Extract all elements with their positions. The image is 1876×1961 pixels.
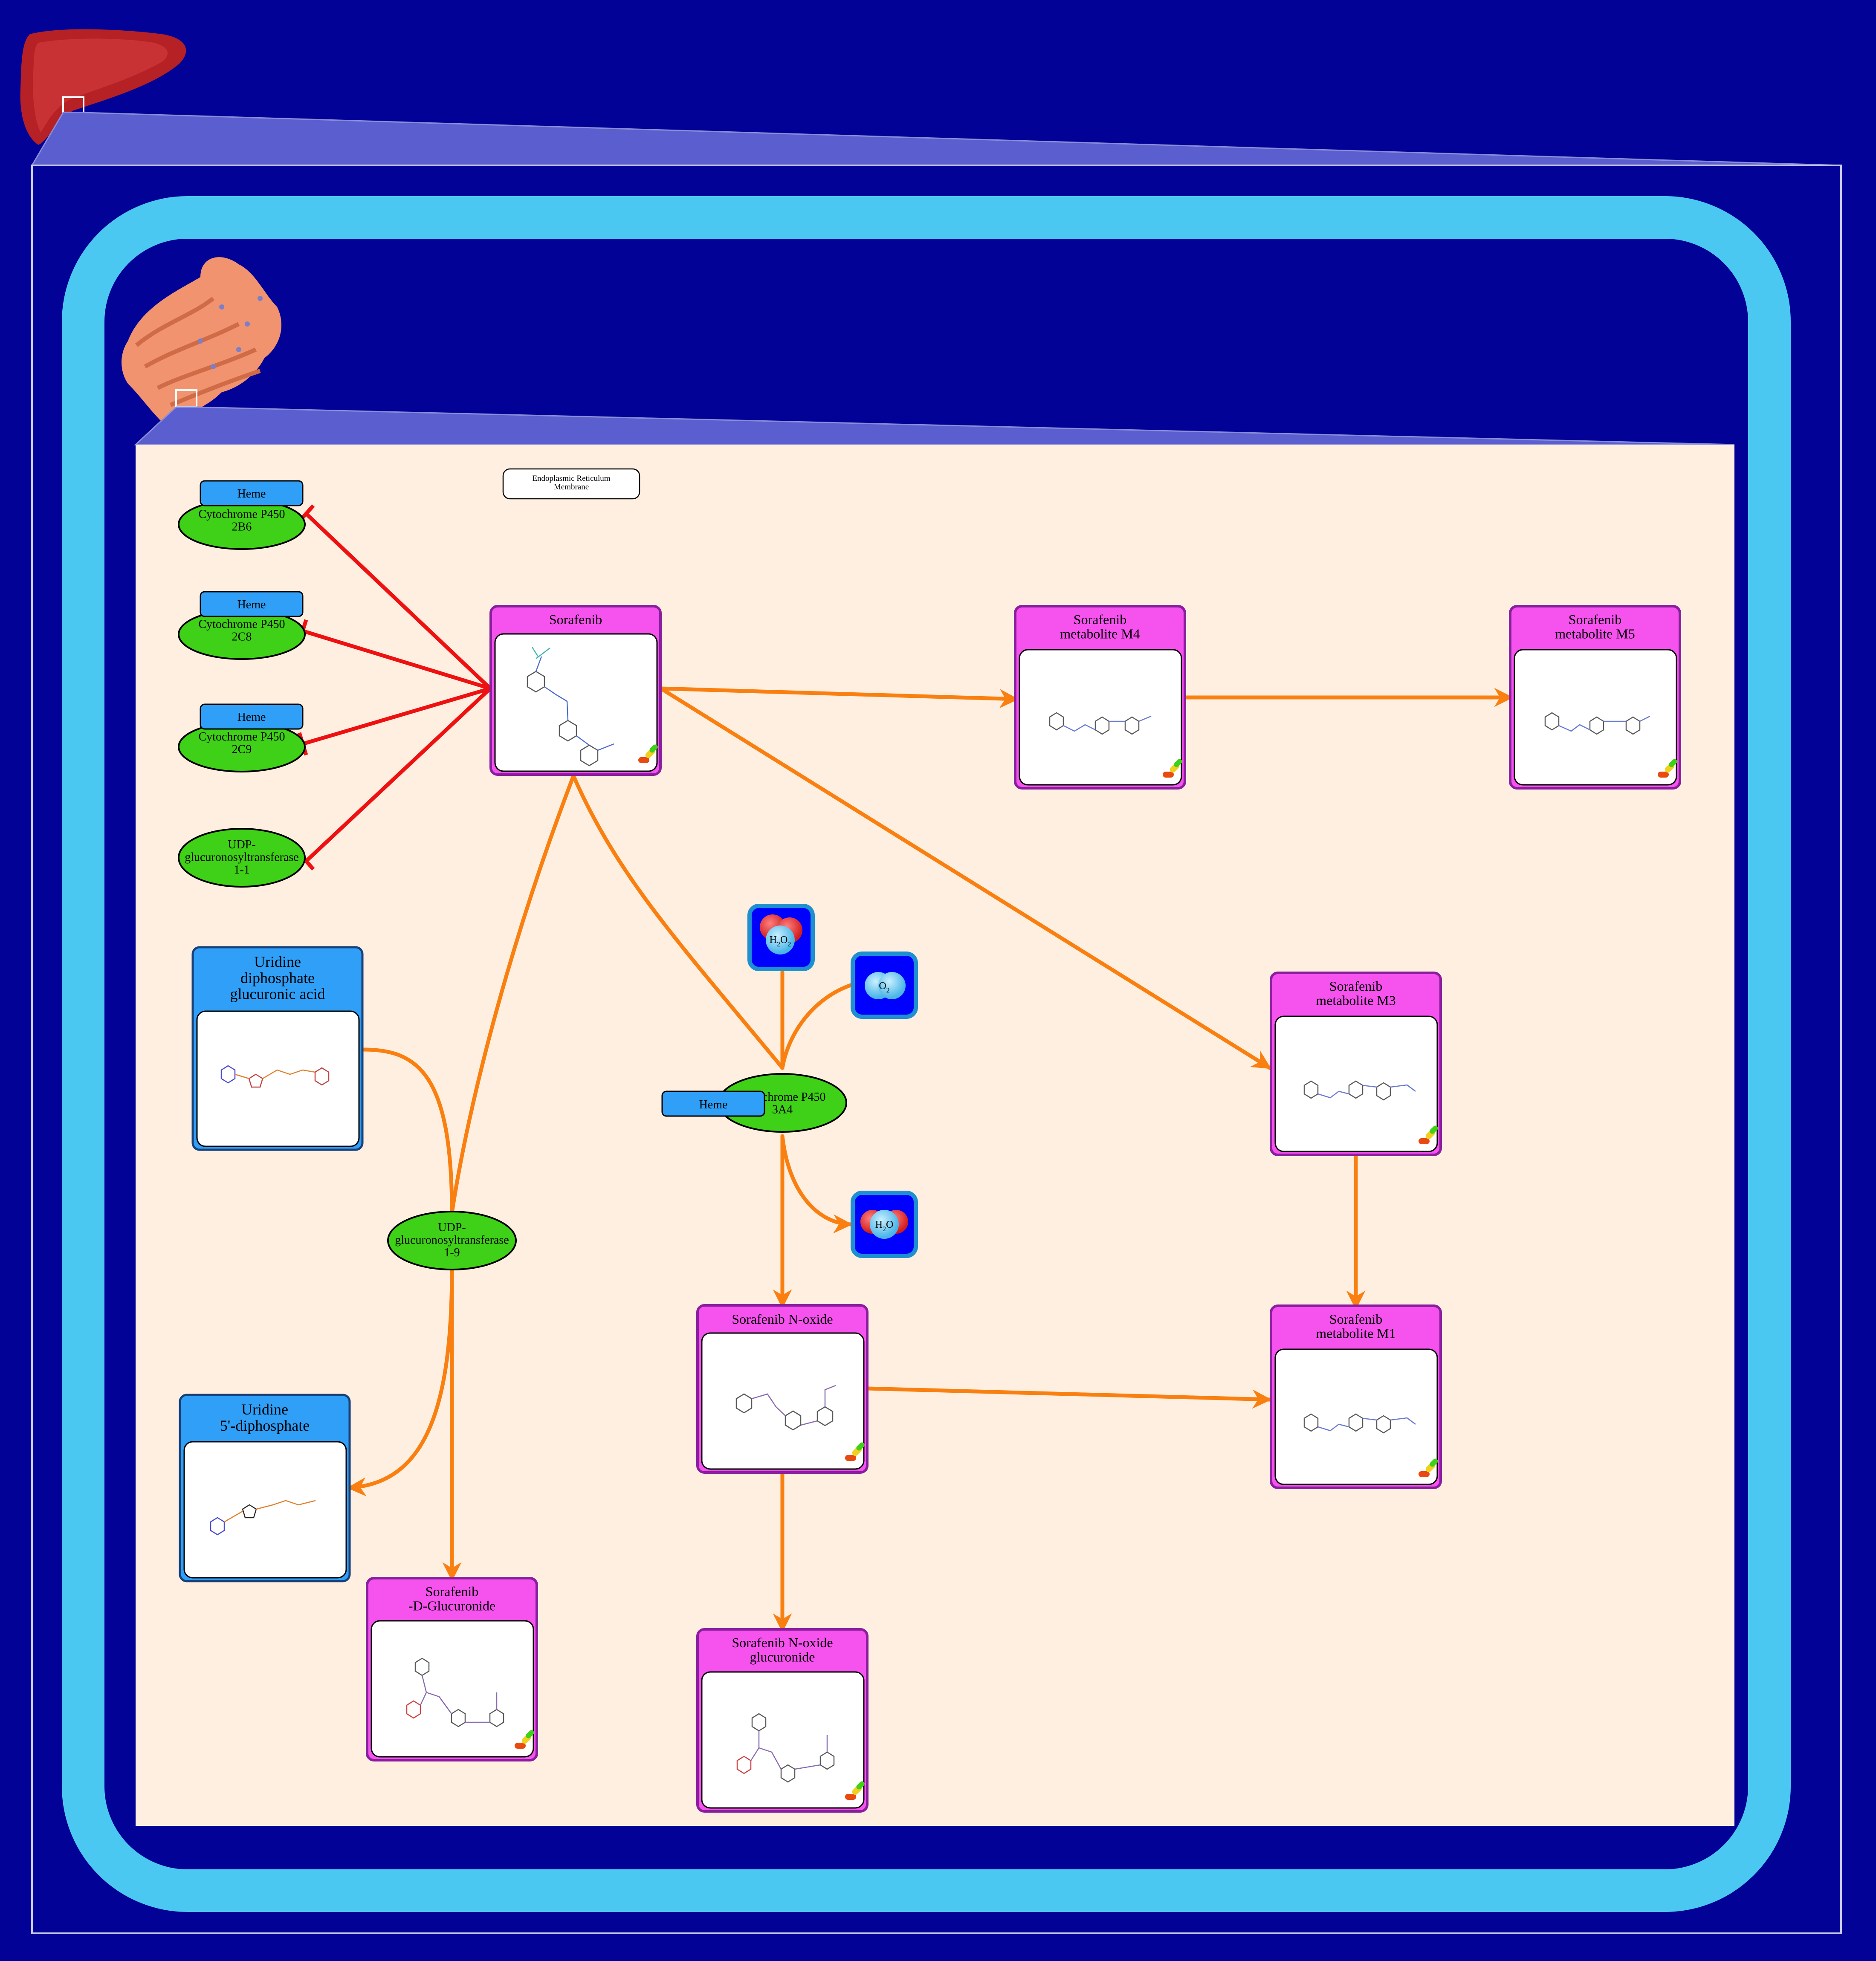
structure-gluc [406, 1657, 504, 1727]
structure-m5 [1544, 712, 1650, 735]
arrow-noxide-to-m1 [866, 1386, 1272, 1409]
inhibition-line-cyp2c8 [302, 629, 491, 691]
h2o2-formula: H2O2 [770, 934, 791, 948]
arrow-sorafenib-to-cyp3a4 [571, 774, 785, 1070]
drug-pill-icon [1163, 759, 1182, 778]
heme-node-cyp3a4[interactable]: Heme [661, 1090, 765, 1117]
arrow-sorafenib-to-m4 [659, 686, 1019, 709]
drug-pill-icon [845, 1781, 865, 1800]
structure-m4 [1049, 712, 1152, 735]
heme-node-cyp2c9[interactable]: Heme [200, 703, 304, 730]
inhibition-line-ugt1a1 [304, 687, 492, 863]
drug-pill-icon [638, 744, 658, 763]
drug-node-sorafenib[interactable]: Sorafenib [489, 605, 662, 776]
arrow-o2-to-cyp3a4 [780, 983, 854, 1070]
o2-formula: O2 [879, 980, 889, 994]
structure-m1 [1303, 1413, 1416, 1434]
heme-node-cyp2b6[interactable]: Heme [200, 480, 304, 506]
arrow-ugt1a9-to-udp [347, 1266, 454, 1497]
drug-label-noxide: Sorafenib N-oxide [732, 1311, 833, 1327]
structure-noxide-gluc [736, 1713, 835, 1783]
drug-node-noxide[interactable]: Sorafenib N-oxide [696, 1304, 869, 1474]
arrow-cyp3a4-to-h2o [780, 1134, 853, 1234]
heme-label-cyp2c8: Heme [237, 598, 266, 611]
drug-pill-icon [1419, 1458, 1438, 1477]
h2o2-atom-3 [766, 926, 795, 954]
inhibition-line-cyp2c9 [302, 686, 491, 746]
drug-label-sorafenib: Sorafenib [549, 612, 602, 627]
cell-membrane [62, 196, 1791, 1912]
cell-frame [31, 165, 1842, 1934]
arrow-udpga-to-ugt1a9 [361, 1047, 454, 1215]
heme-label-cyp2c9: Heme [237, 711, 266, 724]
drug-label-gluc: Sorafenib-D-Glucuronide [408, 1584, 495, 1614]
o2-atom-2 [878, 972, 906, 999]
drug-pill-icon [1658, 759, 1677, 778]
reaction-arrows [347, 686, 1514, 1633]
structure-sorafenib [527, 647, 614, 766]
drug-pill-icon [515, 1730, 534, 1749]
heme-label-cyp3a4: Heme [699, 1098, 728, 1111]
h2o-atom-3 [870, 1210, 899, 1239]
drug-pill-icon [845, 1442, 865, 1461]
inhibition-line-cyp2b6 [304, 512, 492, 690]
endoplasmic-reticulum-icon [122, 257, 281, 422]
h2o-formula: H2O [875, 1219, 894, 1233]
drug-pill-icon [1419, 1125, 1438, 1144]
heme-label-cyp2b6: Heme [237, 487, 266, 500]
arrow-sorafenib-to-m3 [659, 686, 1272, 1070]
small-molecule-o2[interactable]: O2 [851, 952, 918, 1019]
structure-noxide [735, 1385, 836, 1431]
small-molecule-h2o[interactable]: H2O [851, 1191, 918, 1258]
small-molecule-h2o2[interactable]: H2O2 [747, 904, 815, 971]
arrow-sorafenib-to-ugt1a9 [450, 774, 576, 1215]
structure-udp [210, 1500, 316, 1536]
drug-node-gluc[interactable]: Sorafenib-D-Glucuronide [366, 1577, 538, 1761]
structure-udpga [220, 1065, 330, 1088]
structure-m3 [1303, 1080, 1416, 1101]
heme-node-cyp2c8[interactable]: Heme [200, 591, 304, 617]
